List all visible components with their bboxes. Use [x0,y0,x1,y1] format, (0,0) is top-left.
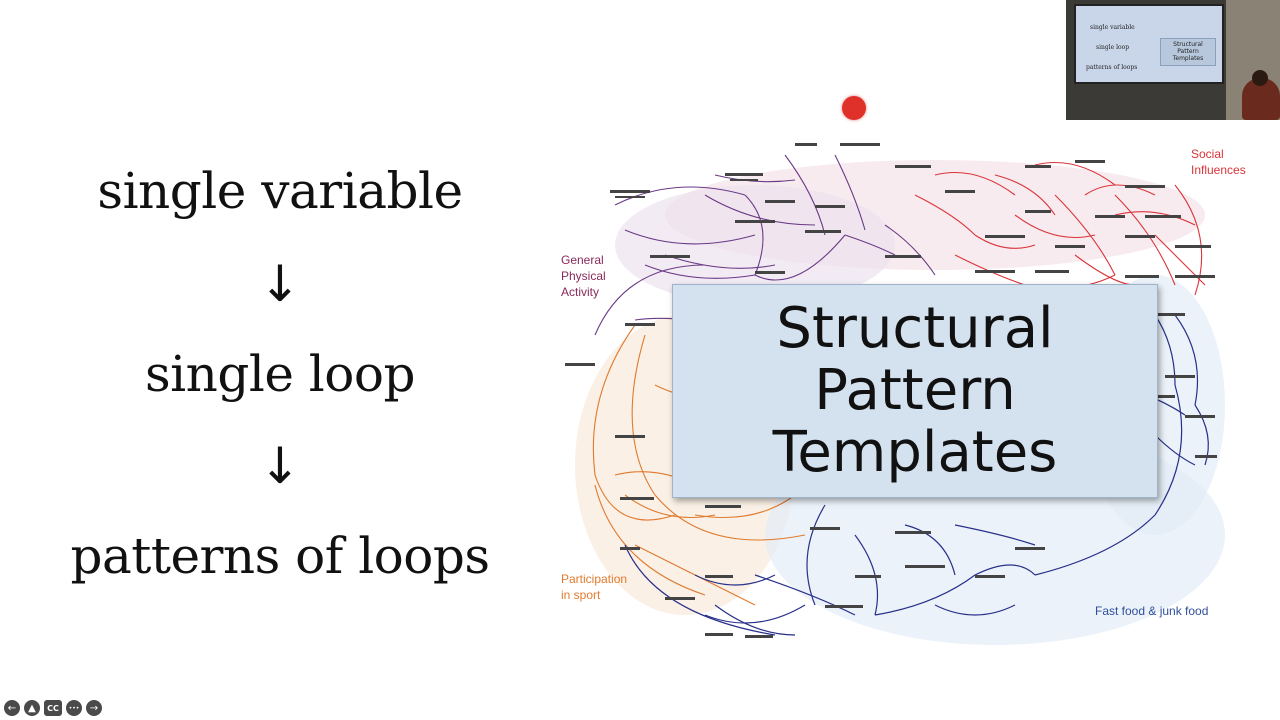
webcam-mini-line-1: single variable [1090,24,1135,31]
structural-pattern-templates-box: Structural Pattern Templates [672,284,1158,498]
overlay-title: Structural Pattern Templates [773,298,1058,484]
line-patterns-of-loops: patterns of loops [70,527,490,585]
webcam-projector-screen: single variable single loop patterns of … [1074,4,1224,84]
player-controls: ← ▲ CC ••• → [4,700,102,718]
down-arrow-icon: ↓ [259,437,301,495]
overlay-line-3: Templates [772,420,1058,485]
forward-arrow-icon[interactable]: → [86,700,102,716]
label-participation-in-sport: Participation in sport [561,571,627,603]
webcam-mini-box: Structural Pattern Templates [1160,38,1216,66]
label-general-physical-activity: General Physical Activity [561,252,606,300]
label-fast-food-text: Fast food & junk food [1095,604,1209,618]
presenter-head [1252,70,1268,86]
label-social-influences-text: Social Influences [1191,147,1246,177]
label-participation-text: Participation in sport [561,572,628,602]
overlay-line-2: Pattern [814,358,1016,423]
webcam-mini-line-3: patterns of loops [1086,64,1138,71]
line-single-variable: single variable [97,162,463,220]
more-icon[interactable]: ••• [66,700,82,716]
down-arrow-icon: ↓ [259,255,301,313]
captions-icon[interactable]: CC [44,700,62,716]
overlay-line-1: Structural [776,296,1054,361]
presenter-webcam: single variable single loop patterns of … [1066,0,1280,120]
laser-pointer-dot [842,96,866,120]
webcam-mini-box-text: Structural Pattern Templates [1172,41,1204,62]
label-general-pa-text: General Physical Activity [561,253,606,299]
label-fast-food: Fast food & junk food [1095,603,1208,619]
line-single-loop: single loop [144,345,416,403]
webcam-mini-line-2: single loop [1096,44,1130,51]
person-icon[interactable]: ▲ [24,700,40,716]
label-social-influences: Social Influences [1191,146,1246,178]
concept-progression: single variable ↓ single loop ↓ patterns… [0,0,560,720]
back-arrow-icon[interactable]: ← [4,700,20,716]
